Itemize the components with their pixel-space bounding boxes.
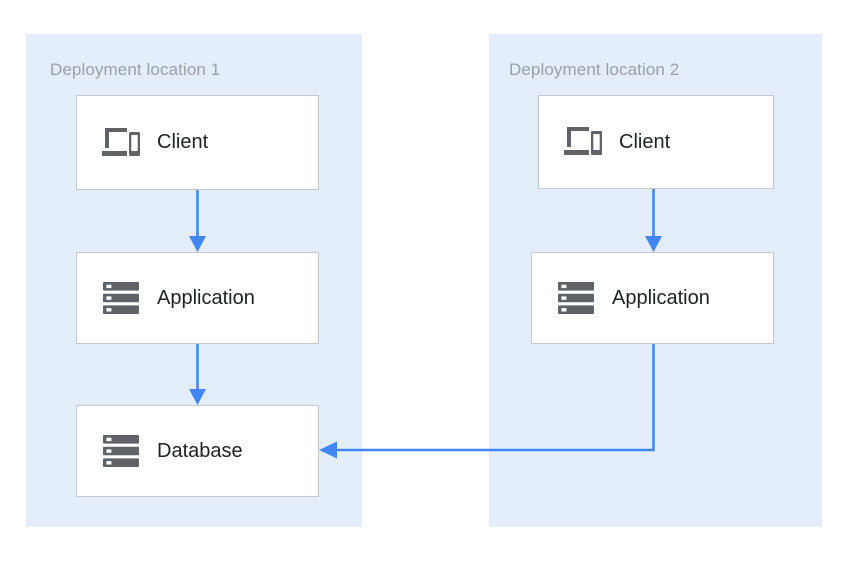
deployment-zone-2-label: Deployment location 2	[509, 60, 680, 79]
client-devices-icon	[99, 123, 143, 163]
server-icon	[99, 431, 143, 471]
server-icon	[99, 278, 143, 318]
node-client-2[interactable]: Client	[538, 95, 774, 189]
node-client-1-label: Client	[157, 131, 209, 153]
node-application-2-label: Application	[612, 286, 710, 309]
node-application-1[interactable]: Application	[76, 252, 319, 344]
deployment-zone-1-label: Deployment location 1	[50, 60, 221, 79]
server-icon	[554, 278, 598, 318]
node-application-1-label: Application	[157, 286, 255, 309]
client-devices-icon	[561, 122, 605, 162]
node-database-1[interactable]: Database	[76, 405, 319, 497]
node-client-1[interactable]: Client	[76, 95, 319, 190]
node-database-1-label: Database	[157, 439, 243, 462]
node-client-2-label: Client	[619, 130, 671, 153]
node-application-2[interactable]: Application	[531, 252, 774, 344]
